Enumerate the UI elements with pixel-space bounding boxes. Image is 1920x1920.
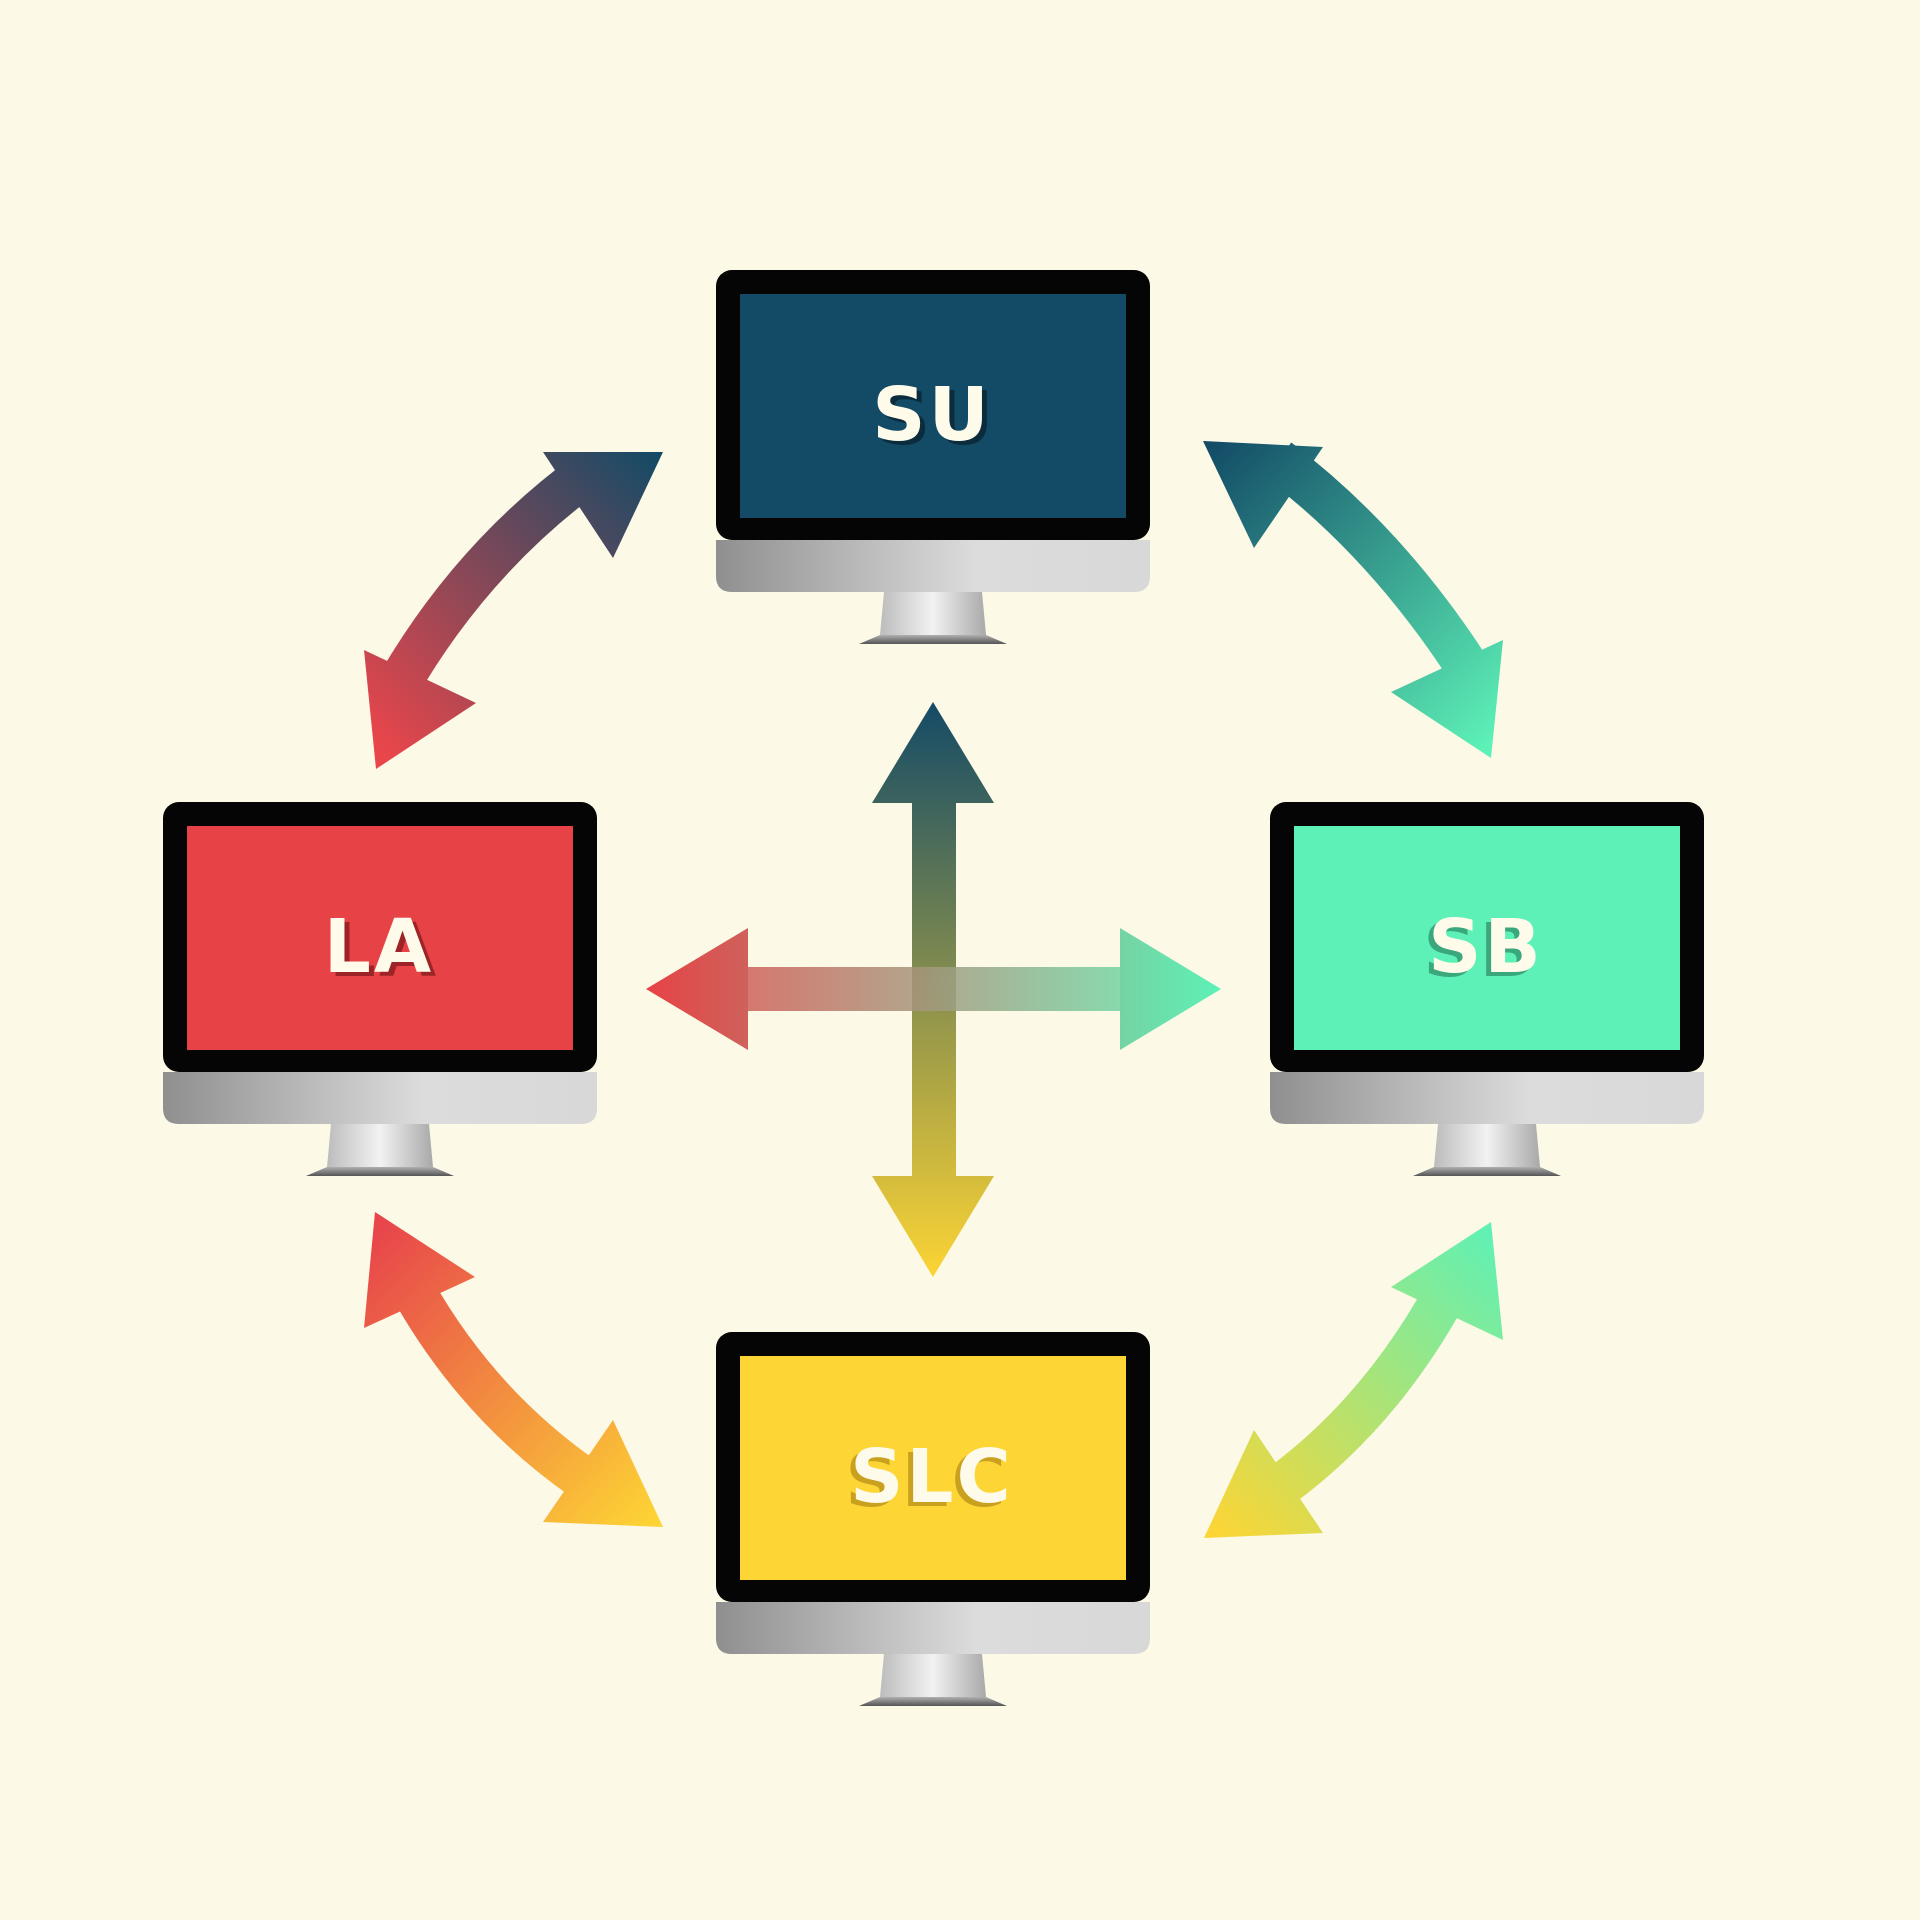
node-label: SB — [1428, 904, 1544, 990]
arrowhead-su-sb-to-sb — [1391, 640, 1503, 758]
arrowhead-la-su-to-su — [543, 452, 663, 558]
monitor-chin — [716, 540, 1150, 592]
node-label: SU — [872, 372, 991, 458]
arrowhead-la-slc-to-slc — [543, 1420, 663, 1527]
monitor-su: SU SU — [716, 270, 1150, 644]
connection-la-slc — [364, 1212, 663, 1527]
arc-la-slc — [393, 1279, 597, 1498]
monitor-slc: SLC SLC — [716, 1332, 1150, 1706]
monitor-la: LA LA — [163, 802, 597, 1176]
monitor-foot — [306, 1167, 454, 1176]
arrowhead-slc-sb-to-slc — [1204, 1430, 1323, 1538]
connection-slc-sb — [1204, 1222, 1503, 1538]
arc-su-sb — [1264, 442, 1492, 688]
arrowhead-slc-sb-to-sb — [1391, 1222, 1503, 1340]
node-label-shadow: SB — [1423, 908, 1539, 994]
monitor-stand — [880, 592, 986, 635]
arrowhead-la-slc-to-la — [364, 1212, 475, 1328]
node-label-shadow: LA — [329, 908, 439, 994]
monitor-foot — [1413, 1167, 1561, 1176]
center-arrow-up-head — [872, 702, 994, 803]
arrowhead-la-su-to-la — [364, 650, 476, 769]
monitor-foot — [859, 1697, 1007, 1706]
monitor-stand — [1434, 1124, 1540, 1167]
arc-la-su — [376, 457, 599, 700]
monitor-screen-la — [187, 826, 573, 1050]
node-label: LA — [324, 904, 434, 990]
center-cross — [646, 702, 1221, 1277]
monitor-foot — [859, 635, 1007, 644]
monitor-sb: SB SB — [1270, 802, 1704, 1176]
monitor-screen-su — [740, 294, 1126, 518]
center-arrow-down-head — [872, 1176, 994, 1277]
connection-la-su — [364, 452, 663, 769]
connection-su-sb — [1203, 441, 1503, 758]
monitor-chin — [716, 1602, 1150, 1654]
monitor-screen-sb — [1294, 826, 1680, 1050]
monitor-stand — [327, 1124, 433, 1167]
monitor-stand — [880, 1654, 986, 1697]
monitor-chin — [163, 1072, 597, 1124]
monitor-chin — [1270, 1072, 1704, 1124]
node-label-shadow: SU — [877, 376, 996, 462]
arrowhead-su-sb-to-su — [1203, 441, 1323, 548]
monitor-screen-slc — [740, 1356, 1126, 1580]
center-arrow-horizontal — [646, 928, 1221, 1050]
center-arrow-right-head — [1120, 928, 1221, 1050]
node-label-shadow: SLC — [845, 1438, 1009, 1524]
arc-slc-sb — [1264, 1287, 1463, 1506]
node-label: SLC — [850, 1434, 1014, 1520]
center-arrow-left-head — [646, 928, 748, 1050]
